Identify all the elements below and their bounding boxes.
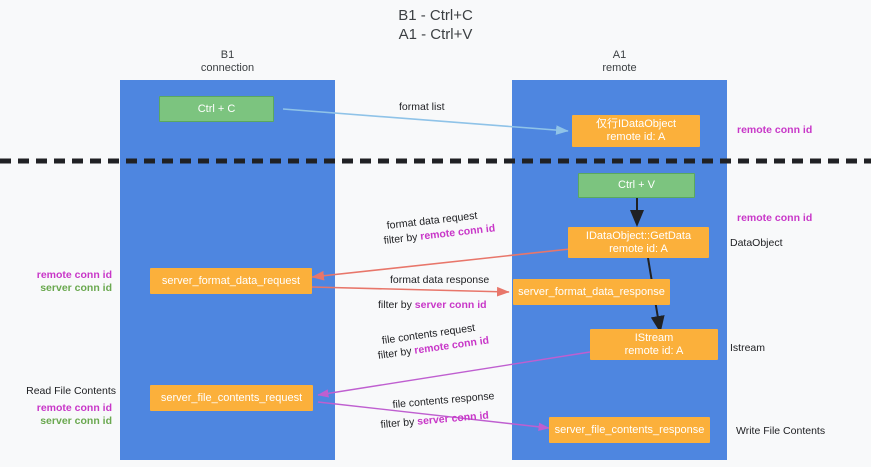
node-istream-remote-id: remote id: A bbox=[624, 344, 684, 357]
node-istream-label: IStream bbox=[634, 331, 674, 344]
diagram-title: B1 - Ctrl+C A1 - Ctrl+V bbox=[0, 6, 871, 44]
node-idataobject-getdata[interactable]: IDataObject::GetData remote id: A bbox=[568, 227, 709, 258]
node-server-format-data-response-label: server_format_data_response bbox=[518, 285, 665, 298]
annotation-left-server-conn-id: server conn id bbox=[40, 282, 112, 294]
lane-header-a1: A1 remote bbox=[512, 49, 727, 75]
edge-label-file-contents-response-filter: filter by server conn id bbox=[380, 409, 489, 432]
lane-header-b1: B1 connection bbox=[120, 49, 335, 75]
annotation-remote-conn-id-mid: remote conn id bbox=[737, 212, 813, 224]
node-ctrl-c[interactable]: Ctrl + C bbox=[159, 96, 274, 122]
node-idataobject-remote-id: remote id: A bbox=[606, 131, 666, 143]
node-server-format-data-request[interactable]: server_format_data_request bbox=[150, 268, 312, 294]
filter-prefix: filter by bbox=[378, 299, 415, 311]
node-server-file-contents-response[interactable]: server_file_contents_response bbox=[549, 417, 710, 443]
node-server-file-contents-request[interactable]: server_file_contents_request bbox=[150, 385, 313, 411]
annotation-left-remote-conn-id-2: remote conn id bbox=[36, 402, 112, 414]
node-server-format-data-response[interactable]: server_format_data_response bbox=[513, 279, 670, 305]
lane-b1-name: B1 bbox=[220, 49, 235, 61]
annotation-remote-conn-id-top: remote conn id bbox=[737, 124, 813, 136]
edge-format-data-response bbox=[311, 286, 510, 297]
filter-key-server-conn-id: server conn id bbox=[414, 299, 487, 311]
annotation-write-file-contents: Write File Contents bbox=[736, 425, 826, 437]
annotation-dataobject: DataObject bbox=[730, 237, 783, 249]
node-ctrl-c-label: Ctrl + C bbox=[197, 102, 236, 115]
lane-b1-sub: connection bbox=[200, 62, 255, 74]
filter-prefix: filter by bbox=[383, 230, 422, 247]
node-ctrl-v[interactable]: Ctrl + V bbox=[578, 173, 695, 198]
filter-prefix: filter by bbox=[377, 344, 416, 362]
node-server-format-data-request-label: server_format_data_request bbox=[161, 274, 301, 287]
edge-label-format-list: format list bbox=[399, 101, 445, 113]
node-ctrl-v-label: Ctrl + V bbox=[618, 179, 655, 191]
node-idataobject-label: 仅行IDataObject bbox=[595, 118, 677, 130]
annotation-istream: Istream bbox=[730, 342, 766, 354]
title-line-2: A1 - Ctrl+V bbox=[398, 26, 473, 43]
node-idataobject[interactable]: 仅行IDataObject remote id: A bbox=[572, 115, 700, 147]
annotation-read-file-contents: Read File Contents bbox=[26, 385, 116, 397]
annotation-left-server-conn-id-2: server conn id bbox=[40, 415, 112, 427]
node-getdata-remote-id: remote id: A bbox=[609, 242, 668, 255]
filter-prefix: filter by bbox=[380, 415, 418, 431]
filter-key-server-conn-id: server conn id bbox=[416, 409, 490, 428]
node-server-file-contents-response-label: server_file_contents_response bbox=[554, 423, 705, 436]
edge-label-file-contents-response-text: file contents response bbox=[392, 390, 495, 411]
node-istream[interactable]: IStream remote id: A bbox=[590, 329, 718, 360]
node-server-file-contents-request-label: server_file_contents_request bbox=[160, 391, 303, 404]
lane-a1-sub: remote bbox=[602, 62, 637, 74]
annotation-left-remote-conn-id: remote conn id bbox=[36, 269, 112, 281]
edge-label-format-data-response-filter: filter by server conn id bbox=[378, 298, 487, 312]
lane-a1-name: A1 bbox=[612, 49, 627, 61]
node-getdata-label: IDataObject::GetData bbox=[585, 229, 692, 242]
title-line-1: B1 - Ctrl+C bbox=[398, 7, 473, 24]
edge-label-format-data-response: format data response bbox=[390, 274, 490, 286]
